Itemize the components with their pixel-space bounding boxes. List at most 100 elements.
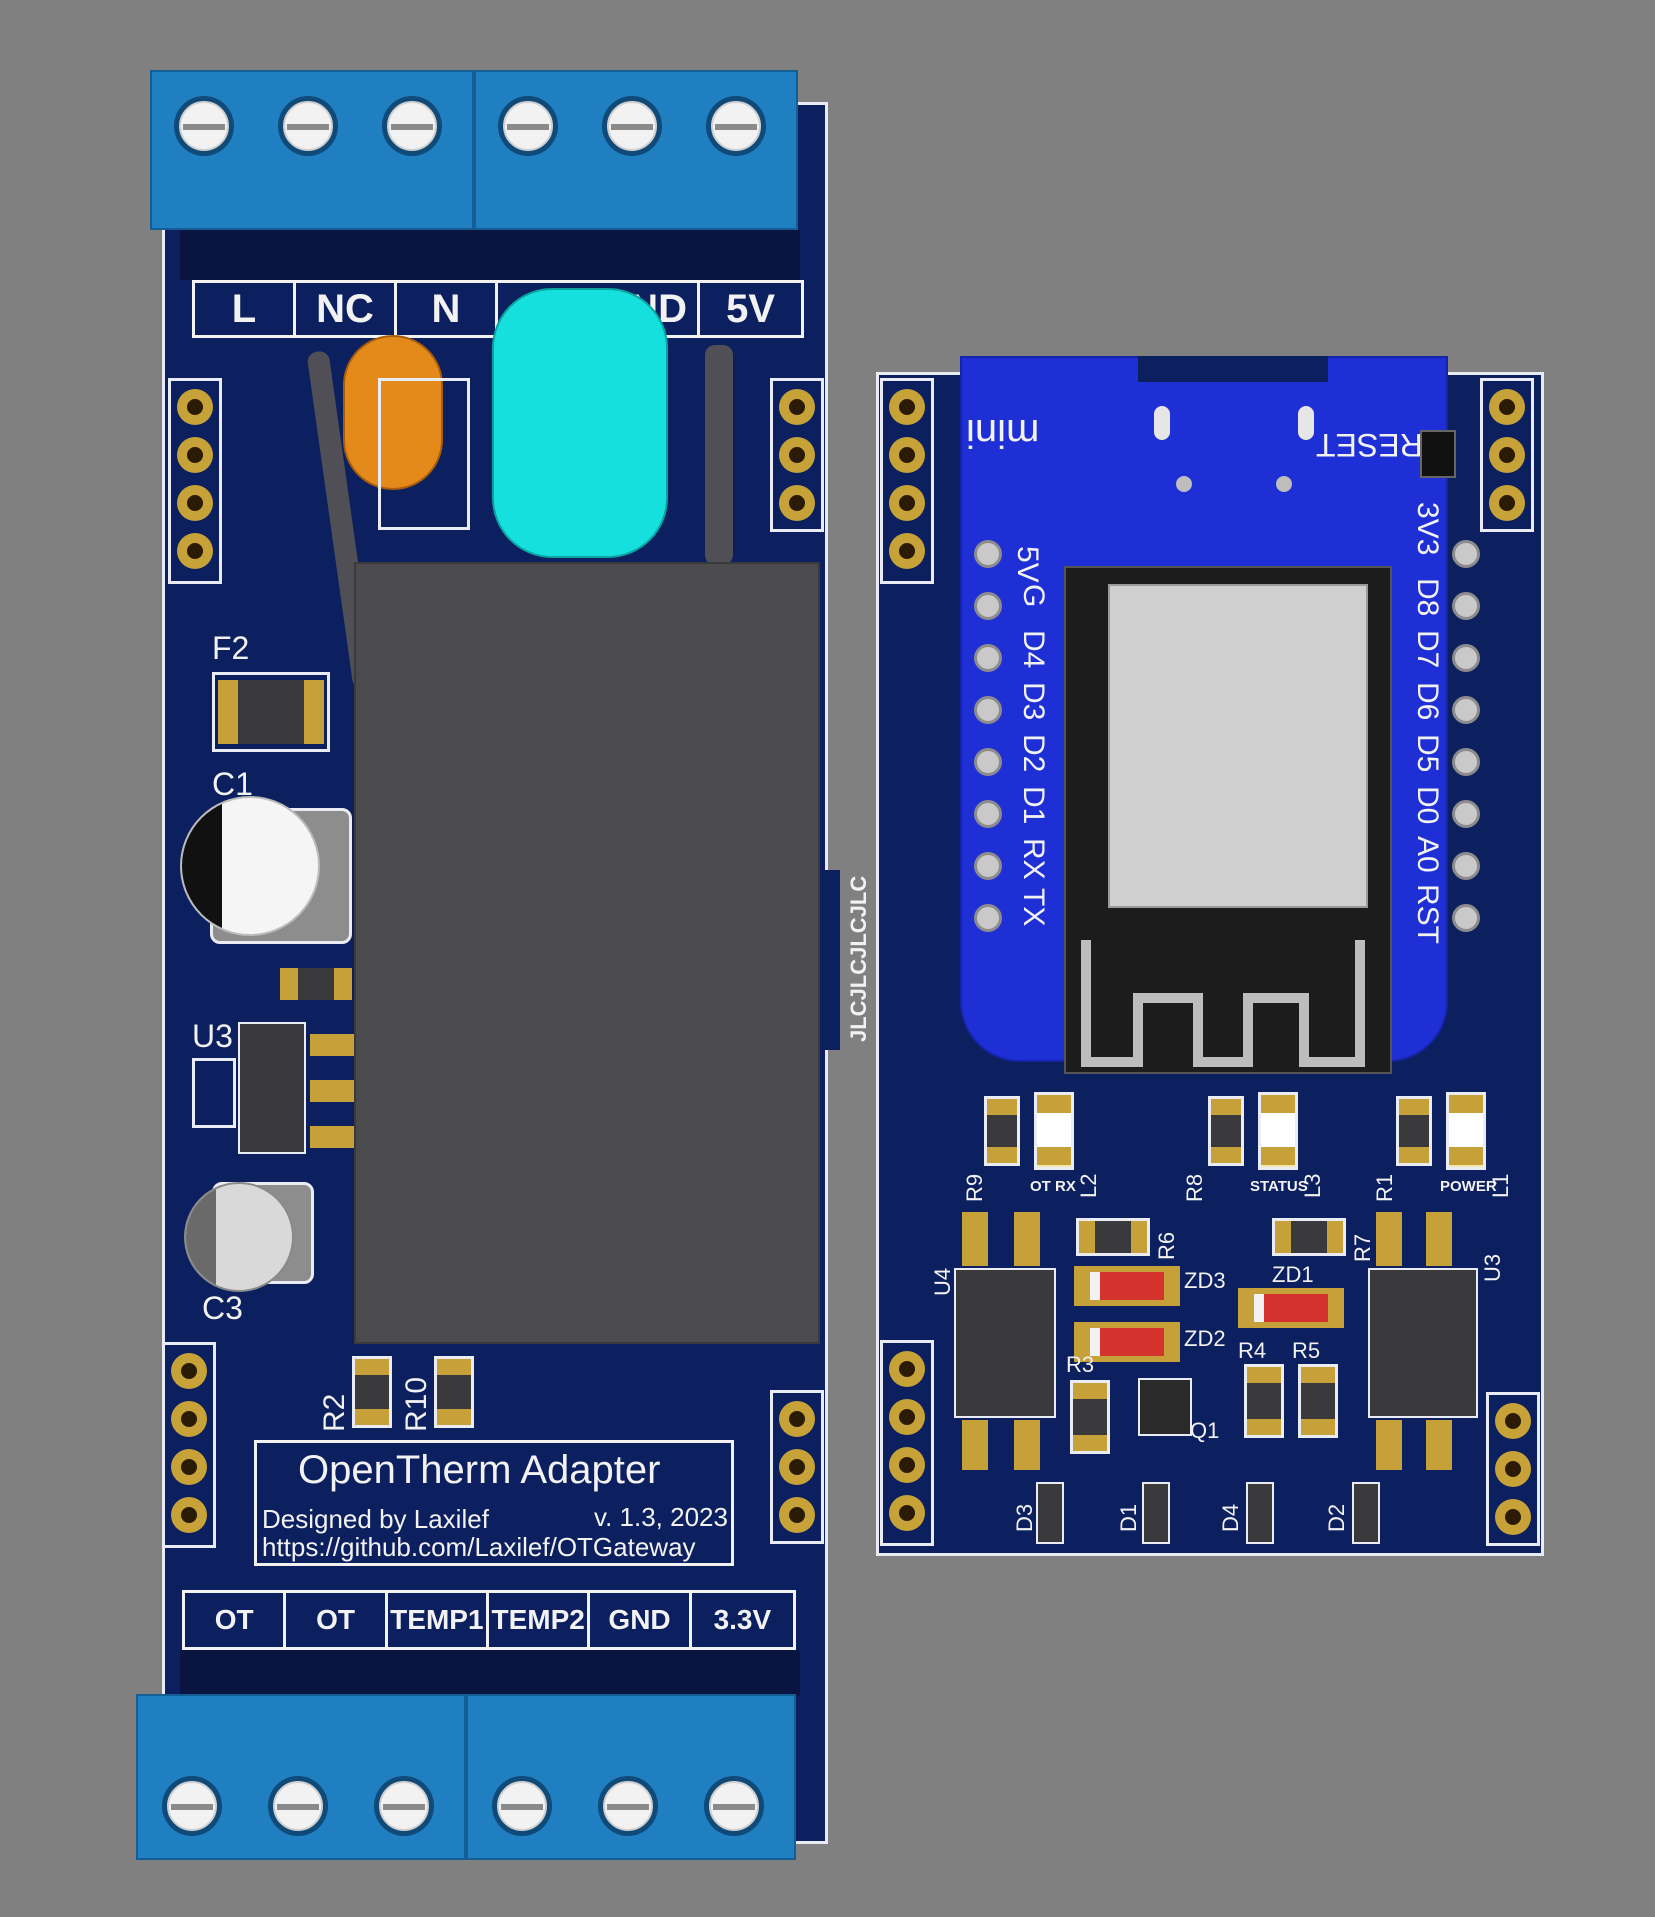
bottom-terminal-shadow [180,1650,800,1696]
terminal-label-5v: 5V [726,286,776,331]
pin-a0: A0 [1411,836,1444,873]
led-l3 [1258,1092,1298,1170]
ref-r2: R2 [318,1393,351,1432]
resistor-r8 [1208,1096,1244,1166]
diode-d2 [1352,1482,1380,1544]
pin-3v3: 3V3 [1411,502,1444,556]
resistor-r4 [1244,1364,1284,1438]
board-version: v. 1.3, 2023 [594,1502,728,1532]
u3r-pin-br [1426,1420,1452,1470]
bottom-terminal-labels: OT OT TEMP1 TEMP2 GND 3.3V [182,1590,796,1650]
optocoupler-right-body [1368,1268,1478,1418]
bottom-terminal-block-left [136,1694,466,1860]
terminal-label-nc: NC [296,283,397,335]
reset-button[interactable] [1420,430,1456,478]
ref-d2: D2 [1324,1503,1349,1532]
ref-d4: D4 [1218,1503,1243,1532]
resistor-r6 [1076,1218,1150,1256]
ref-u3-right: U3 [1480,1253,1505,1282]
fuse-f2-body [238,680,304,744]
transistor-q1 [1138,1378,1192,1436]
usb-mount-hole-right [1298,406,1314,440]
u3r-pin-tr [1426,1212,1452,1266]
ref-r6: R6 [1154,1231,1179,1260]
u3r-pin-tl [1376,1212,1402,1266]
diode-d3 [1036,1482,1064,1544]
pin-d2: D2 [1017,734,1050,773]
cap-c1-top [180,796,320,936]
terminal-label-temp2: TEMP2 [489,1593,591,1647]
resistor-r10 [434,1356,474,1428]
u4-pin-tl [962,1212,988,1266]
ref-r10: R10 [400,1376,433,1432]
ref-d3: D3 [1012,1503,1037,1532]
ref-r4: R4 [1238,1338,1267,1363]
u4-pin-bl [962,1420,988,1470]
zener-zd2 [1074,1322,1180,1362]
pin-g: G [1017,584,1050,608]
ref-d1: D1 [1116,1503,1141,1532]
module-right-pin-labels: 3V3 D8 D7 D6 D5 D0 A0 RST [1404,500,1444,944]
x-capacitor-cyan [492,288,668,558]
ref-zd2: ZD2 [1184,1326,1226,1351]
ref-zd1: ZD1 [1272,1262,1314,1287]
pin-d0: D0 [1411,786,1444,825]
led-caption-ot-rx: OT RX [1030,1178,1076,1195]
resistor-r5 [1298,1364,1338,1438]
pin-d5: D5 [1411,734,1444,773]
varistor-orange [343,335,443,490]
fuse-f2-pad-right [302,680,324,744]
pin-rst: RST [1411,884,1444,944]
right-pin-header-br [1486,1392,1540,1546]
module-right-pin-column [1452,526,1492,946]
esp-antenna-trace [1081,940,1365,1067]
right-pin-header-tr [1480,378,1534,532]
thick-trace-right [705,345,733,565]
u4-pin-tr [1014,1212,1040,1266]
u4-body [954,1268,1056,1418]
regulator-u3-outline [192,1058,236,1128]
info-silkscreen-box [254,1440,734,1566]
terminal-label-3v3: 3.3V [713,1604,772,1635]
resistor-r3 [1070,1380,1110,1454]
regulator-u3-pin1 [310,1034,354,1056]
terminal-label-ot-2: OT [286,1593,388,1647]
terminal-label-gnd-bottom: GND [590,1593,692,1647]
side-silk-mark: JLCJLCJLCJLC [846,875,871,1042]
led-caption-power: POWER [1440,1178,1497,1195]
right-pin-header-tl [880,378,934,584]
usb-mount-hole-left [1154,406,1170,440]
cap-c3-top [184,1182,294,1292]
module-top-notch [1138,356,1328,382]
ref-u3: U3 [192,1018,233,1054]
led-group-status: R8 L3 [1182,1092,1325,1202]
module-left-pin-labels: G D4 D3 D2 D1 RX TX [1010,526,1050,946]
pin-header-right-bottom [770,1390,824,1544]
zener-zd1 [1238,1288,1344,1328]
ref-r3: R3 [1066,1352,1095,1377]
ref-f2: F2 [212,630,250,666]
led-caption-status: STATUS [1250,1178,1308,1195]
ref-r9: R9 [962,1173,987,1202]
u4-pin-br [1014,1420,1040,1470]
pin-rx: RX [1017,838,1050,880]
diode-d1 [1142,1482,1170,1544]
varistor-footprint [378,378,470,530]
terminal-label-temp1: TEMP1 [388,1593,490,1647]
power-module-block [354,562,820,1344]
resistor-r2 [352,1356,392,1428]
pin-header-right-top [770,378,824,532]
resistor-r1 [1396,1096,1432,1166]
led-l1 [1446,1092,1486,1170]
top-terminal-block-right [474,70,798,230]
usb-dot-left [1176,476,1192,492]
pin-header-left-top [168,378,222,584]
ref-zd3: ZD3 [1184,1268,1226,1293]
top-terminal-block-left [150,70,474,230]
repo-url: https://github.com/Laxilef/OTGateway [262,1532,696,1562]
terminal-label-ot-1: OT [185,1593,287,1647]
fuse-f2-pad-left [218,680,240,744]
pin-header-left-bottom [162,1342,216,1548]
resistor-r7 [1272,1218,1346,1256]
esp-shield-can [1108,584,1368,908]
